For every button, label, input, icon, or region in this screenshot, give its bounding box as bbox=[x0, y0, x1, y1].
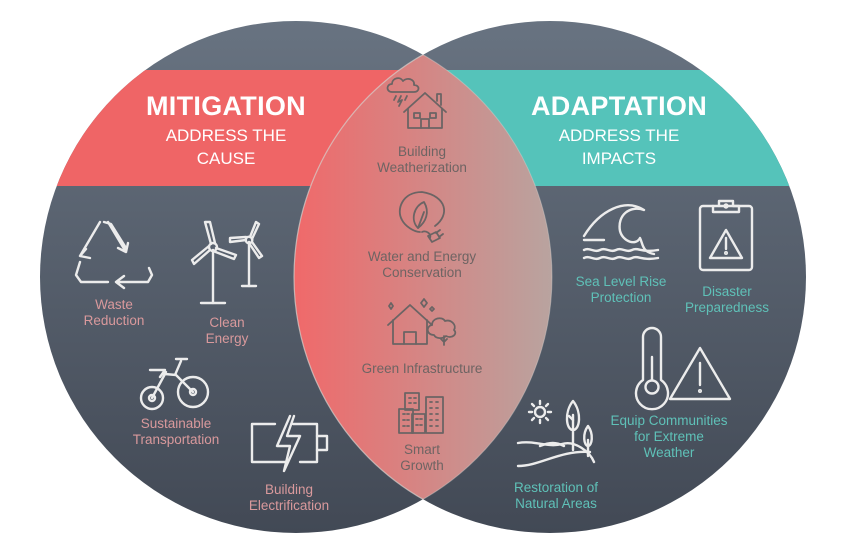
mitigation-item-waste-reduction: Waste Reduction bbox=[83, 297, 145, 329]
mitigation-item-building-electrification: Building Electrification bbox=[248, 482, 330, 514]
overlap-item-building-weatherization: Building Weatherization bbox=[377, 144, 467, 176]
adaptation-item-extreme-weather: Equip Communities for Extreme Weather bbox=[610, 413, 728, 461]
adaptation-subtitle: ADDRESS THE IMPACTS bbox=[558, 126, 680, 168]
overlap-item-smart-growth: Smart Growth bbox=[400, 442, 444, 474]
mitigation-item-clean-energy: Clean Energy bbox=[205, 315, 249, 347]
bicycle-icon bbox=[139, 357, 210, 411]
adaptation-item-sea-level-rise: Sea Level Rise Protection bbox=[575, 274, 667, 306]
storm-house-icon bbox=[386, 77, 447, 129]
thermometer-warning-icon bbox=[634, 326, 732, 411]
overlap-region bbox=[293, 21, 552, 533]
leaf-plug-icon bbox=[398, 191, 445, 243]
mitigation-subtitle: ADDRESS THE CAUSE bbox=[165, 126, 287, 168]
house-tree-icon bbox=[387, 298, 457, 346]
landscape-trees-icon bbox=[516, 399, 596, 468]
battery-charging-icon bbox=[250, 414, 329, 473]
overlap-item-water-energy-conservation: Water and Energy Conservation bbox=[367, 249, 477, 281]
city-buildings-icon bbox=[398, 392, 444, 434]
adaptation-item-restoration-natural-areas: Restoration of Natural Areas bbox=[513, 480, 599, 512]
clipboard-warning-icon bbox=[698, 199, 754, 272]
mitigation-item-sustainable-transportation: Sustainable Transportation bbox=[132, 416, 220, 448]
recycle-icon bbox=[74, 220, 154, 290]
wave-icon bbox=[582, 204, 660, 261]
overlap-item-green-infrastructure: Green Infrastructure bbox=[361, 361, 483, 376]
mitigation-title: MITIGATION bbox=[146, 91, 306, 121]
adaptation-title: ADAPTATION bbox=[531, 91, 707, 121]
wind-turbine-icon bbox=[190, 220, 264, 305]
adaptation-item-disaster-preparedness: Disaster Preparedness bbox=[684, 284, 770, 316]
